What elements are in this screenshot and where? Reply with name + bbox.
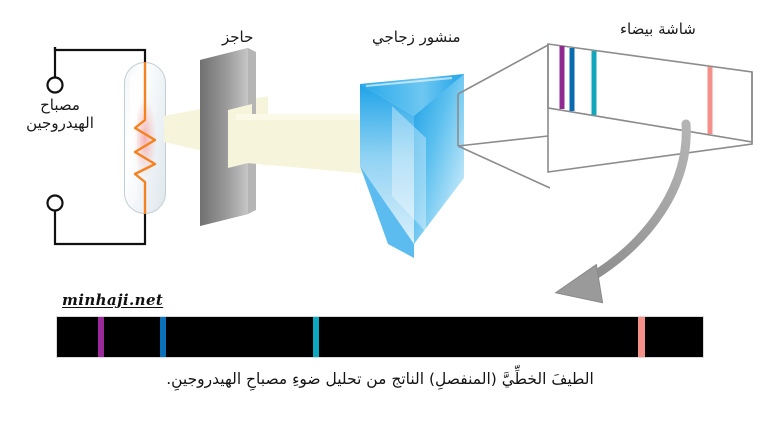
prism-left-face [360,84,414,244]
label-glass-prism: منشور زجاجي [372,28,461,46]
beam-highlight [236,114,368,120]
zigzag-filament-icon [133,62,157,214]
spectrum-line-blue [160,317,167,357]
arrow-shaft [575,119,691,289]
dispersed-beam-outline [457,43,551,189]
arrow-head [554,263,604,304]
label-hydrogen-lamp: مصباح الهيدروجين [26,96,94,133]
label-white-screen: شاشة بيضاء [620,20,696,38]
white-screen-icon [547,43,753,173]
prism-edge-highlight [365,77,453,87]
prism-right-face [414,74,464,244]
spectrum-line-cyan [313,317,320,357]
circuit-terminal-icon-top [46,76,64,94]
prism-highlight [392,106,426,232]
screen-spectral-lines [559,46,713,134]
barrier-plate-shading [200,48,248,226]
glass-prism-icon [360,74,464,258]
spectrum-line-red [638,317,646,357]
beam-shape [236,114,368,174]
circuit-diagram [46,47,147,246]
beam-edge-bottom [457,145,551,189]
filament-path [133,62,157,214]
circuit-wire-bottom [53,212,147,246]
beam-edge-top [457,43,551,95]
circuit-terminal-icon-bottom [46,194,64,212]
figure-caption: الطيفَ الخطِّيَّ (المنفصلِ) الناتج من تح… [166,370,594,388]
prism-apex [360,166,414,258]
spectrum-line-violet [97,317,104,357]
line-spectrum-strip [56,316,704,358]
curved-pointer-arrow-icon [554,119,691,304]
beam-edge-mid [457,135,549,147]
label-barrier: حاجز [222,28,254,46]
watermark: minhaji.net [62,291,164,309]
light-beam-barrier-to-prism [236,114,368,174]
